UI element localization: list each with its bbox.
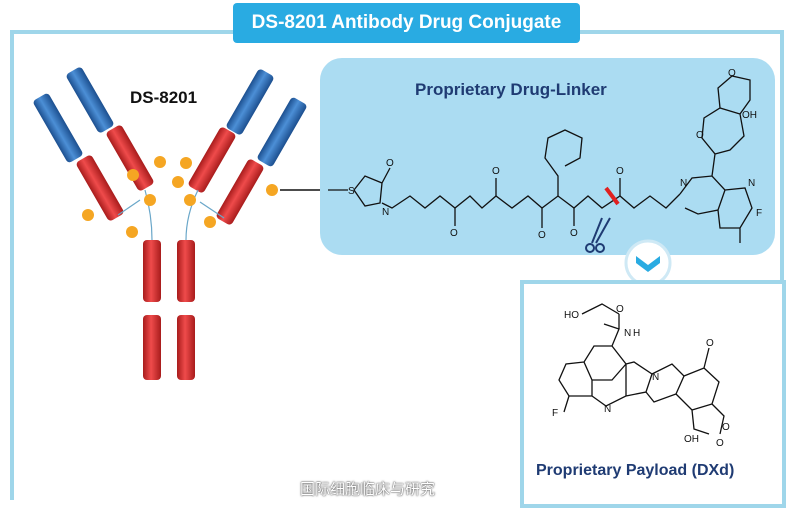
- svg-text:N: N: [382, 207, 389, 218]
- svg-text:O: O: [386, 158, 394, 169]
- svg-text:OH: OH: [742, 110, 757, 121]
- svg-text:O: O: [492, 166, 500, 177]
- svg-text:O: O: [616, 304, 624, 315]
- heavy-chain-left: [66, 67, 161, 380]
- svg-text:N: N: [652, 372, 659, 383]
- antibody-label: DS-8201: [130, 88, 198, 107]
- svg-text:O: O: [722, 422, 730, 433]
- drug-linker-panel: Proprietary Drug-Linker S O N O O O O O OH N N F…: [320, 58, 775, 255]
- scissors-icon: [585, 217, 611, 253]
- svg-text:O: O: [696, 130, 704, 141]
- svg-text:N: N: [624, 328, 631, 339]
- hinge-lines: [117, 189, 225, 241]
- svg-text:N: N: [604, 404, 611, 415]
- antibody-illustration: [33, 67, 320, 380]
- light-chain-right: [216, 97, 307, 225]
- svg-text:O: O: [728, 68, 736, 79]
- svg-text:F: F: [756, 208, 762, 219]
- heavy-chain-right: [177, 69, 274, 380]
- svg-text:F: F: [552, 408, 558, 419]
- svg-text:O: O: [450, 228, 458, 239]
- watermark: 国际细胞临床与研究: [300, 481, 436, 498]
- diagram-title: DS-8201 Antibody Drug Conjugate: [233, 3, 580, 43]
- svg-text:OH: OH: [684, 434, 699, 445]
- drug-linker-structure: S O N O O O O O OH N N F O O: [328, 68, 762, 253]
- payload-title: Proprietary Payload (DXd): [536, 462, 735, 479]
- svg-text:H: H: [633, 328, 640, 339]
- drug-linker-title: Proprietary Drug-Linker: [415, 80, 607, 99]
- svg-text:S: S: [348, 186, 355, 197]
- svg-text:HO: HO: [564, 310, 579, 321]
- svg-text:O: O: [716, 438, 724, 449]
- svg-text:O: O: [616, 166, 624, 177]
- light-chain-left: [33, 93, 124, 221]
- svg-text:O: O: [538, 230, 546, 241]
- payload-dots: [82, 156, 278, 238]
- svg-text:N: N: [748, 178, 755, 189]
- svg-text:N: N: [680, 178, 687, 189]
- svg-text:O: O: [706, 338, 714, 349]
- svg-text:O: O: [570, 228, 578, 239]
